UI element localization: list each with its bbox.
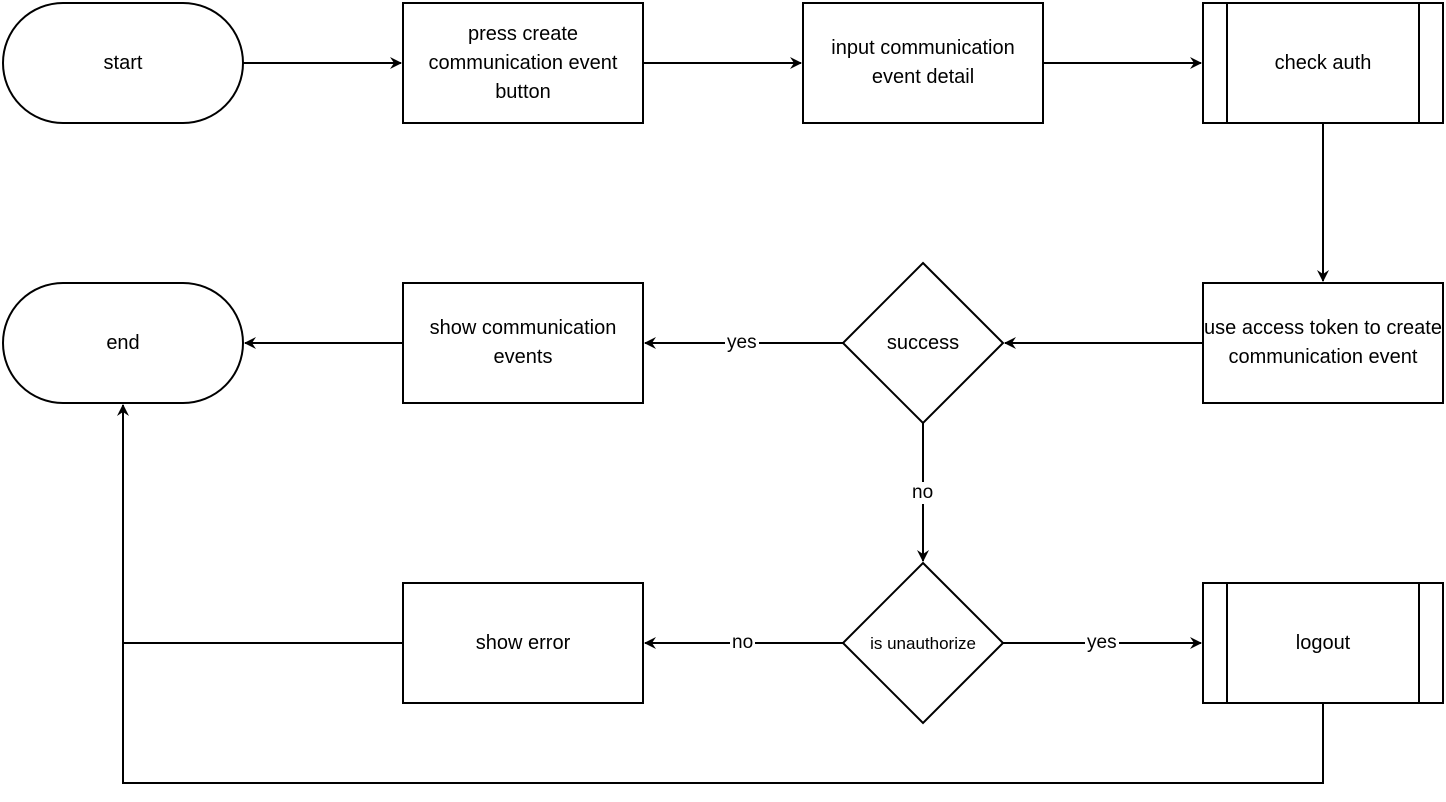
input-detail-node: input communication event detail xyxy=(803,3,1043,123)
edge-label-unauth-yes: yes xyxy=(1085,632,1119,654)
end-terminator-shape xyxy=(2,282,244,404)
success-label: success xyxy=(886,331,960,354)
check-auth-subprocess-shape xyxy=(1202,2,1444,124)
show-error-node: show error xyxy=(403,583,643,703)
check-auth-node: check auth xyxy=(1203,3,1443,123)
use-token-label: use access token to create communication… xyxy=(1204,317,1442,368)
end-label: end xyxy=(106,331,140,354)
input-detail-process-shape xyxy=(802,2,1044,124)
use-token-node: use access token to create communication… xyxy=(1203,283,1443,403)
use-token-process-shape xyxy=(1202,282,1444,404)
edge-logout-to-end xyxy=(117,404,1324,784)
is-unauthorize-decision-shape xyxy=(841,561,1005,725)
check-auth-label: check auth xyxy=(1274,51,1372,74)
edge-label-success-yes: yes xyxy=(725,332,759,354)
show-events-label: show communication events xyxy=(429,317,617,368)
show-error-process-shape xyxy=(402,582,644,704)
start-node: start xyxy=(3,3,243,123)
start-label: start xyxy=(103,51,143,74)
success-node: success xyxy=(843,303,1003,383)
logout-label: logout xyxy=(1295,631,1351,654)
edge-label-success-no: no xyxy=(910,482,936,504)
edge-label-unauth-no: no xyxy=(730,632,756,654)
show-events-node: show communication events xyxy=(403,283,643,403)
end-node: end xyxy=(3,283,243,403)
press-create-label: press create communication event button xyxy=(428,22,618,103)
show-events-process-shape xyxy=(402,282,644,404)
input-detail-label: input communication event detail xyxy=(831,37,1015,88)
press-create-process-shape xyxy=(402,2,644,124)
is-unauthorize-node: is unauthorize xyxy=(843,603,1003,683)
is-unauthorize-label: is unauthorize xyxy=(870,633,976,653)
logout-subprocess-shape xyxy=(1202,582,1444,704)
show-error-label: show error xyxy=(475,631,571,654)
press-create-node: press create communication event button xyxy=(403,3,643,123)
logout-node: logout xyxy=(1203,583,1443,703)
